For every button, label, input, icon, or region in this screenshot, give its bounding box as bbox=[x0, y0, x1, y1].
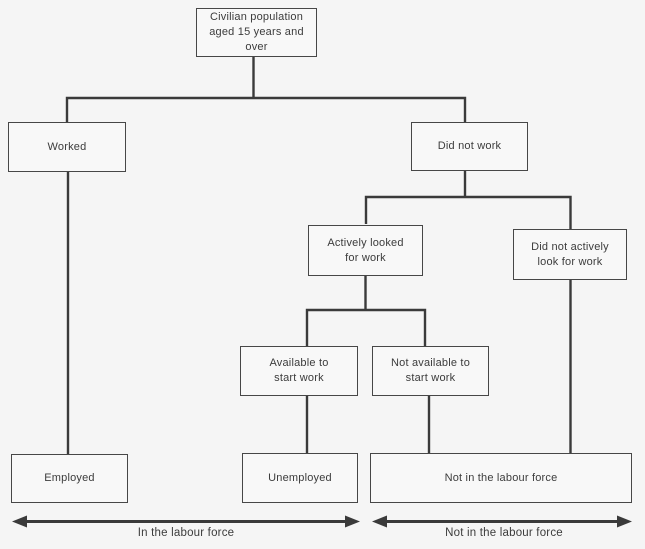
arrowhead-left-icon bbox=[372, 515, 387, 528]
node-available-to-start-work: Available to start work bbox=[240, 346, 358, 396]
node-employed: Employed bbox=[11, 454, 128, 503]
connector-level2-split bbox=[364, 195, 572, 229]
node-label: Available to start work bbox=[269, 357, 329, 384]
node-not-available-to-start-work: Not available to start work bbox=[372, 346, 489, 396]
node-unemployed: Unemployed bbox=[242, 453, 358, 503]
node-worked: Worked bbox=[8, 122, 126, 172]
node-label: Not available to start work bbox=[390, 357, 471, 384]
arrowhead-right-icon bbox=[345, 515, 360, 528]
node-label: Employed bbox=[44, 472, 95, 484]
node-label: Actively looked for work bbox=[327, 236, 404, 264]
node-label: Not in the labour force bbox=[444, 471, 558, 484]
node-civilian-population: Civilian population aged 15 years and ov… bbox=[196, 8, 317, 57]
node-label: Did not work bbox=[437, 140, 502, 152]
arrowhead-right-icon bbox=[617, 515, 632, 528]
not-in-labour-force-label: Not in the labour force bbox=[445, 527, 563, 539]
connector-level1-split bbox=[65, 96, 467, 122]
node-not-in-labour-force: Not in the labour force bbox=[370, 453, 632, 503]
tree-connectors bbox=[65, 57, 572, 454]
not-in-labour-force-arrow bbox=[372, 515, 632, 528]
node-actively-looked-for-work: Actively looked for work bbox=[308, 225, 423, 276]
node-label: Civilian population aged 15 years and ov… bbox=[209, 11, 304, 53]
in-labour-force-label: In the labour force bbox=[137, 527, 235, 539]
node-label: Worked bbox=[47, 140, 87, 153]
in-labour-force-arrow bbox=[12, 515, 360, 528]
node-did-not-actively-look: Did not actively look for work bbox=[513, 229, 627, 280]
node-label: Did not actively look for work bbox=[531, 240, 609, 268]
node-label: Unemployed bbox=[268, 471, 332, 484]
node-did-not-work: Did not work bbox=[411, 122, 528, 171]
arrowhead-left-icon bbox=[12, 515, 27, 528]
connector-level3-split bbox=[305, 308, 427, 346]
